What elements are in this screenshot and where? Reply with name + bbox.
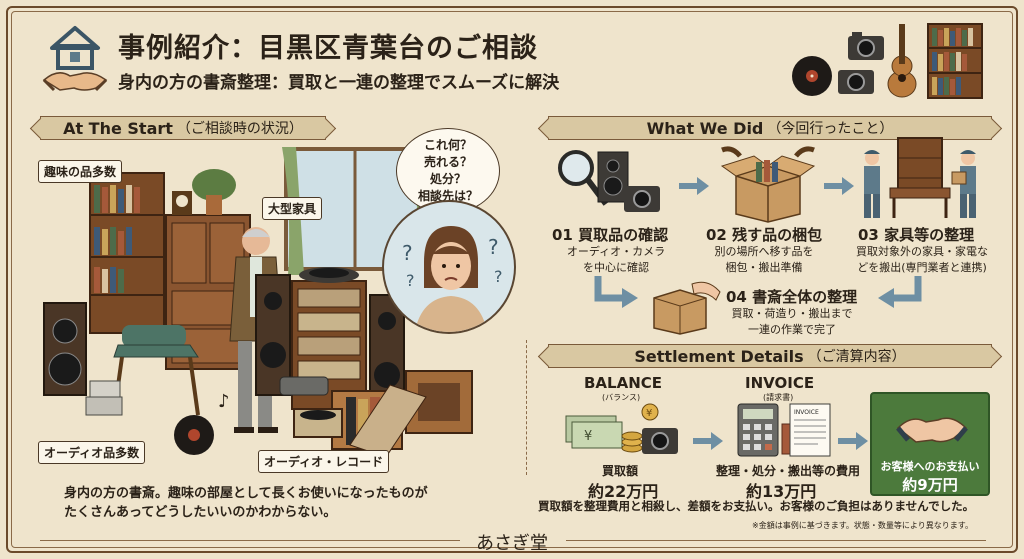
arrow-down-right-icon: [594, 276, 638, 308]
section-divider: [526, 340, 527, 475]
arrow-right-icon: [679, 177, 709, 195]
svg-text:¥: ¥: [646, 408, 652, 419]
payment-caption: お客様へのお支払い: [880, 460, 980, 473]
svg-text:♪: ♪: [218, 391, 230, 412]
house-handshake-icon: [42, 26, 108, 92]
footer-line-left: [40, 540, 460, 541]
page-subtitle: 身内の方の書斎整理：買取と一連の整理でスムーズに解決: [118, 73, 560, 93]
invoice-doc-text: INVOICE: [794, 409, 819, 416]
settlement-section-heading: Settlement Details （ご清算内容）: [548, 344, 992, 368]
bubble-line: 処分？: [429, 172, 466, 186]
svg-text:?: ?: [402, 241, 413, 265]
balance-label: BALANCE: [584, 374, 663, 392]
bubble-line: 売れる？: [423, 155, 472, 169]
invoice-caption: 整理・処分・搬出等の費用: [716, 464, 861, 478]
calculator-invoice-icon: INVOICE: [737, 403, 831, 457]
label-large-furniture: 大型家具: [262, 197, 323, 220]
step-2-title: 02 残す品の梱包: [706, 226, 823, 244]
step-text-line: どを搬出(専門業者と連携): [857, 261, 987, 274]
payment-amount: 約9万円: [902, 476, 958, 494]
situation-description: 身内の方の書斎。趣味の部屋として長くお使いになったものが たくさんあってどうした…: [64, 484, 428, 522]
settlement-heading-en: Settlement Details: [634, 346, 804, 366]
svg-text:?: ?: [488, 235, 499, 259]
svg-text:¥: ¥: [584, 429, 592, 444]
brand-name: あさぎ堂: [476, 533, 548, 554]
step-3-title: 03 家具等の整理: [858, 226, 975, 244]
outer-frame: [6, 6, 1018, 553]
step-4-title: 04 書斎全体の整理: [726, 288, 858, 306]
invoice-sub: (請求書): [763, 393, 794, 402]
arrow-right-icon: [693, 432, 723, 450]
invoice-amount: 約13万円: [746, 482, 817, 501]
label-audio-records: オーディオ・レコード: [258, 450, 390, 473]
step-1-text: オーディオ・カメラ を中心に確認: [552, 244, 680, 276]
step-text-line: 梱包・搬出準備: [725, 261, 803, 274]
disclaimer: ※金額は事例に基づきます。状態・数量等により異なります。: [752, 521, 973, 530]
inner-frame: [11, 11, 1013, 548]
svg-text:?: ?: [406, 271, 415, 290]
invoice-label: INVOICE: [745, 374, 815, 392]
start-heading-jp: （ご相談時の状況）: [176, 121, 303, 137]
footer-line-right: [566, 540, 986, 541]
settlement-heading-jp: （ご清算内容）: [807, 349, 906, 365]
step-4-text: 買取・荷造り・搬出まで 一連の作業で完了: [726, 306, 858, 338]
handshake-icon: [896, 417, 968, 443]
balance-sub: (バランス): [602, 393, 641, 402]
did-heading-en: What We Did: [646, 118, 764, 138]
step-2-text: 別の場所へ移す品を 梱包・搬出準備: [700, 244, 828, 276]
step-text-line: 一連の作業で完了: [748, 323, 836, 336]
bubble-line: これ何？: [423, 138, 472, 152]
movers-furniture-icon: [864, 137, 976, 218]
start-heading-en: At The Start: [63, 118, 173, 138]
step-1-title: 01 買取品の確認: [552, 226, 669, 244]
balance-amount: 約22万円: [588, 482, 659, 501]
yen-bills-coins-camera-icon: ¥ ¥: [565, 403, 678, 454]
question-bubble: これ何？ 売れる？ 処分？ 相談先は？: [396, 128, 500, 214]
label-hobby-items: 趣味の品多数: [38, 160, 123, 183]
start-section-heading: At The Start （ご相談時の状況）: [40, 116, 326, 140]
description-line: 身内の方の書斎。趣味の部屋として長くお使いになったものが: [64, 486, 428, 501]
step-text-line: 買取対象外の家具・家電な: [856, 245, 988, 258]
step-text-line: 買取・荷造り・搬出まで: [731, 307, 853, 320]
worried-woman-portrait: ? ? ? ?: [382, 200, 516, 334]
step-3-text: 買取対象外の家具・家電な どを搬出(専門業者と連携): [848, 244, 996, 276]
page-title: 事例紹介：目黒区青葉台のご相談: [118, 33, 538, 64]
arrow-down-left-icon: [878, 276, 922, 308]
description-line: たくさんあってどうしたいいのかわからない。: [64, 505, 337, 520]
payment-box: お客様へのお支払い 約9万円: [870, 392, 990, 496]
step-text-line: オーディオ・カメラ: [566, 245, 666, 258]
did-section-heading: What We Did （今回行ったこと）: [548, 116, 992, 140]
bubble-line: 相談先は？: [417, 189, 478, 203]
step-text-line: 別の場所へ移す品を: [714, 245, 814, 258]
step-text-line: を中心に確認: [583, 261, 649, 274]
arrow-right-icon: [838, 432, 868, 450]
box-packing-icon: [720, 146, 816, 223]
label-audio-items: オーディオ品多数: [38, 441, 146, 464]
svg-text:?: ?: [494, 267, 503, 286]
did-heading-jp: （今回行ったこと）: [767, 121, 894, 137]
records-cameras-guitar-bookshelf-icon: [792, 23, 983, 99]
arrow-right-icon: [824, 177, 854, 195]
settlement-note: 買取額を整理費用と相殺し、差額をお支払い。お客様のご負担はありませんでした。: [538, 499, 975, 513]
balance-caption: 買取額: [602, 464, 639, 478]
magnifier-audio-camera-icon: [558, 150, 660, 212]
box-hands-icon: [653, 281, 721, 335]
